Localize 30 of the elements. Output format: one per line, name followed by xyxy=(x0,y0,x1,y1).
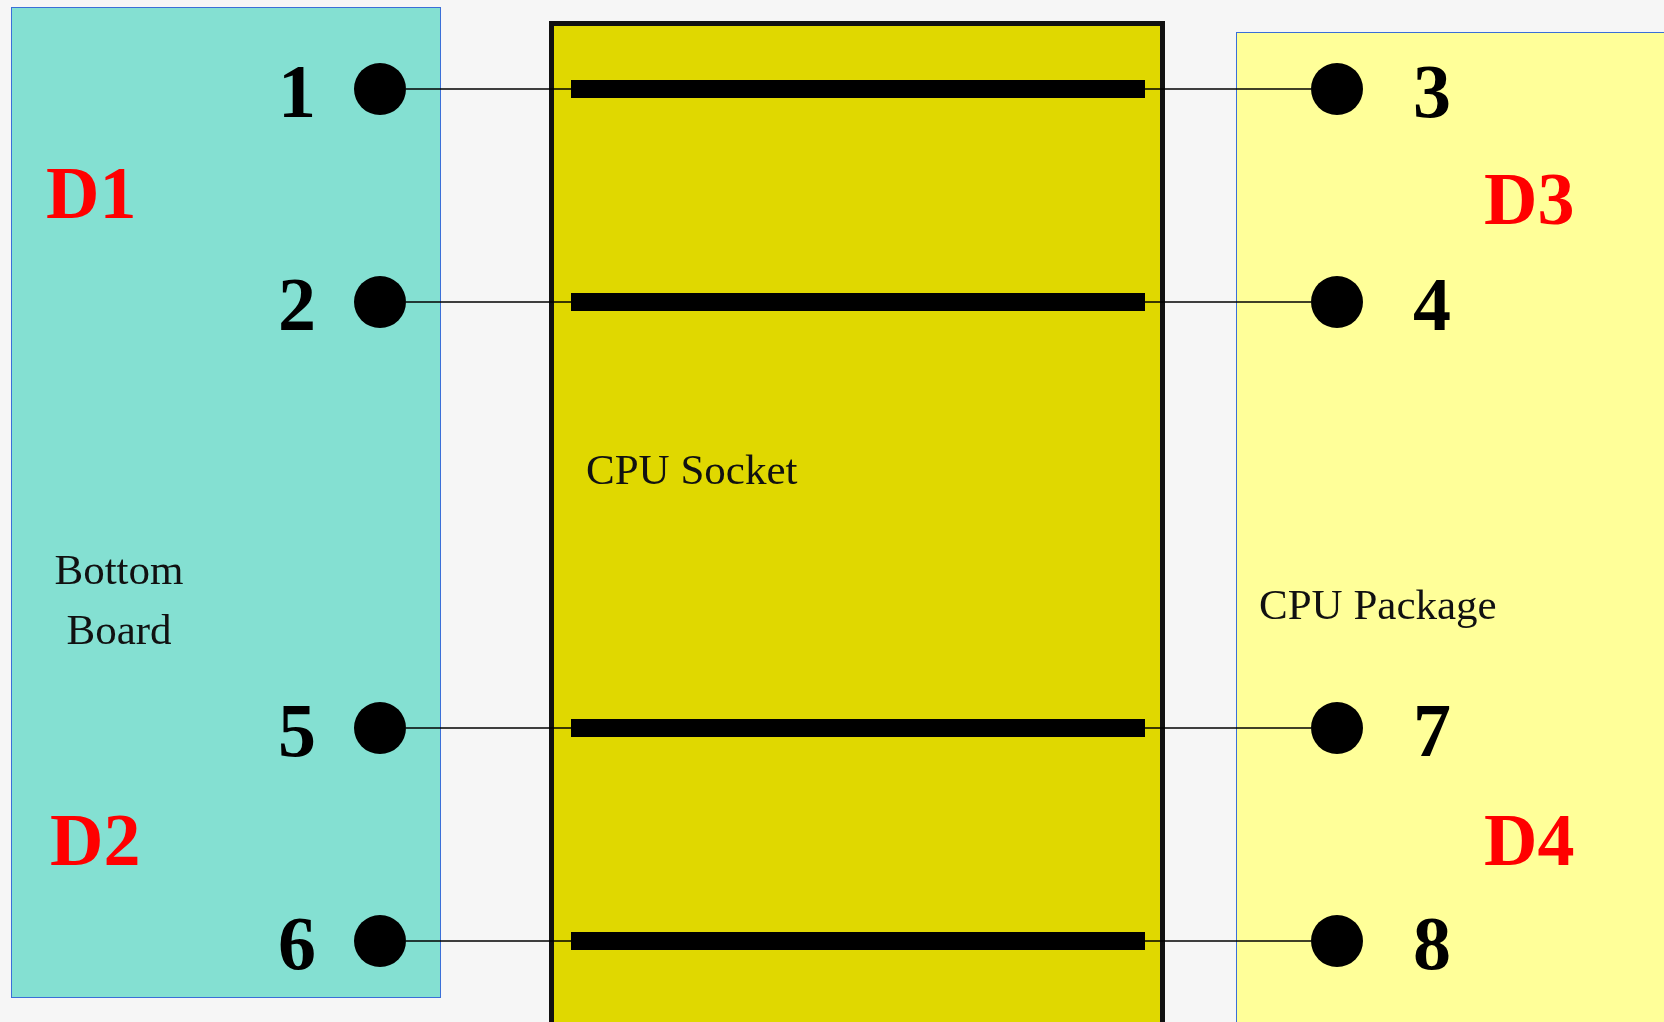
wire-line xyxy=(1144,727,1312,729)
pin-number: 5 xyxy=(277,692,316,768)
wire-line xyxy=(1144,940,1312,942)
contact-bar xyxy=(571,719,1145,737)
wire-line xyxy=(405,727,572,729)
board-panel xyxy=(11,7,441,998)
contact-bar xyxy=(571,80,1145,98)
wire-line xyxy=(1144,88,1312,90)
pin-number: 1 xyxy=(277,53,316,129)
wire-line xyxy=(405,940,572,942)
pin-number: 4 xyxy=(1413,266,1452,342)
region-label: D3 xyxy=(1484,162,1575,236)
panel-label: CPU Socket xyxy=(586,445,799,495)
pin-number: 3 xyxy=(1413,53,1452,129)
panel-label: CPU Package xyxy=(1259,580,1498,630)
contact-bar xyxy=(571,932,1145,950)
board-panel xyxy=(1236,32,1664,1022)
board-panel xyxy=(549,21,1165,1022)
region-label: D4 xyxy=(1484,803,1575,877)
panel-label: Bottom Board xyxy=(53,545,185,656)
pin-number: 2 xyxy=(277,266,316,342)
wire-line xyxy=(1144,301,1312,303)
region-label: D2 xyxy=(50,803,141,877)
region-label: D1 xyxy=(46,156,137,230)
pin-number: 7 xyxy=(1413,692,1452,768)
wire-line xyxy=(405,88,572,90)
contact-bar xyxy=(571,293,1145,311)
wire-line xyxy=(405,301,572,303)
pin-number: 6 xyxy=(277,905,316,981)
pin-number: 8 xyxy=(1413,905,1452,981)
